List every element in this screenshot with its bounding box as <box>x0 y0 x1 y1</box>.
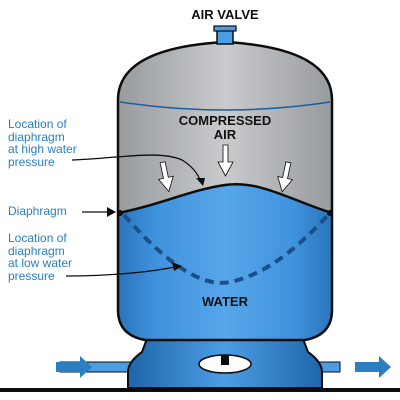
ground-line <box>0 388 400 392</box>
low-pressure-label-line-2: diaphragm <box>8 243 65 258</box>
diaphragm-label: Diaphragm <box>8 204 67 218</box>
inlet-arrow <box>56 356 92 378</box>
pressure-arrows <box>157 144 294 193</box>
high-pressure-label-line-2: diaphragm <box>8 129 65 144</box>
high-pressure-label-line-4: pressure <box>8 154 55 169</box>
leader-high-arrowhead <box>196 178 205 186</box>
water-label: WATER <box>202 294 248 309</box>
air-valve-label: AIR VALVE <box>191 7 259 22</box>
pressure-arrow-2 <box>217 144 234 177</box>
air-valve-cap <box>213 25 237 32</box>
compressed-air-label-line-2: AIR <box>213 127 237 142</box>
low-pressure-label-line-1: Location of <box>8 231 67 245</box>
compressed-air-label: COMPRESSED AIR <box>160 114 290 142</box>
high-pressure-label-line-3: at high water <box>8 142 77 156</box>
diaphragm-high-line <box>117 182 333 215</box>
compressed-air-label-line-1: COMPRESSED <box>178 113 272 128</box>
leader-high-pressure <box>71 154 202 183</box>
leader-low-pressure <box>65 266 176 277</box>
low-pressure-label-line-3: at low water <box>8 256 73 270</box>
low-pressure-label: Location of diaphragm at low water press… <box>8 232 108 282</box>
pressure-arrow-3 <box>277 161 294 193</box>
dome-rim <box>119 101 331 111</box>
outlet-arrow <box>355 356 391 378</box>
diaphragm-low-line <box>122 213 330 285</box>
diaphragm-anchor-right <box>327 210 333 216</box>
low-pressure-label-line-4: pressure <box>8 268 55 283</box>
high-pressure-label-line-1: Location of <box>8 117 67 131</box>
base-valve-stem <box>221 355 229 365</box>
high-pressure-label: Location of diaphragm at high water pres… <box>8 118 108 168</box>
tank-outline <box>116 40 334 342</box>
pressure-arrow-1 <box>157 161 174 193</box>
diaphragm-anchor-left <box>117 210 123 216</box>
leader-low-arrowhead <box>172 262 182 271</box>
leader-diaphragm-arrowhead <box>107 207 116 217</box>
